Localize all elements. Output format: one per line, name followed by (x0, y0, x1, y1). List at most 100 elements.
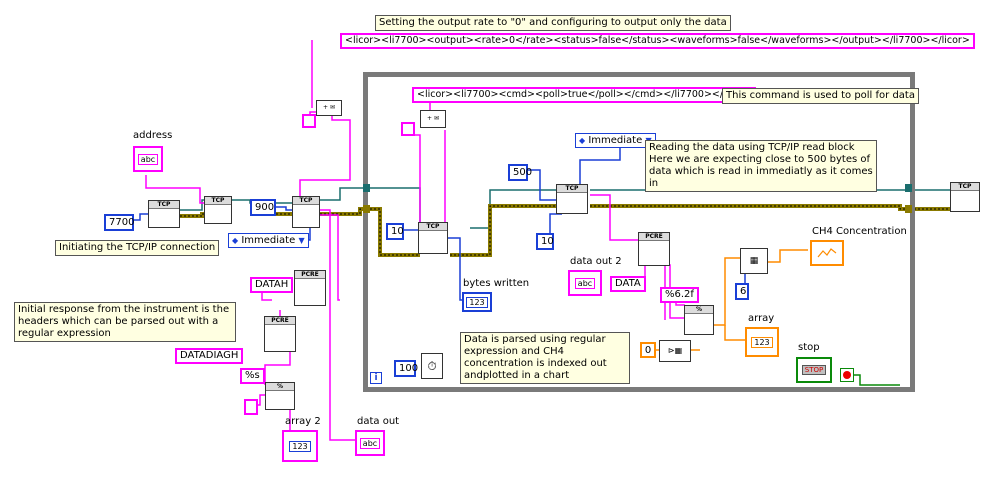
stop-label: stop (798, 342, 820, 353)
wait-ms-constant[interactable]: 100 (394, 360, 419, 377)
array-2-label: array 2 (285, 416, 321, 427)
tcp-read-data-icon[interactable]: TCP (556, 184, 588, 214)
poll-command-constant[interactable]: <licor><li7700><cmd><poll>true</poll></c… (412, 87, 757, 103)
data-out-2-glyph: abc (574, 277, 596, 289)
error-tunnel-right (905, 205, 912, 213)
regex-data-constant[interactable]: DATA (610, 276, 646, 292)
stop-button-glyph: STOP (801, 365, 827, 375)
index-array-icon[interactable]: ▦ (740, 248, 768, 274)
regex-data-value: DATA (615, 278, 641, 289)
mode-ring-immediate-1[interactable]: ◆ Immediate ▼ (228, 233, 309, 248)
bytes-written-glyph: 123 (466, 296, 488, 308)
chart-glyph-icon (817, 248, 837, 258)
tcp-close-header: TCP (951, 183, 979, 191)
while-loop-frame[interactable] (363, 72, 915, 392)
poll-string-icon[interactable] (401, 122, 415, 136)
array-2-indicator: 123 (282, 430, 318, 462)
regex-header-constant[interactable]: DATAH (250, 277, 294, 293)
config-command-text: <licor><li7700><output><rate>0</rate><st… (345, 35, 970, 46)
address-control[interactable]: abc (133, 146, 163, 172)
output-rate-comment: Setting the output rate to "0" and confi… (375, 15, 731, 31)
bytes-written-label: bytes written (463, 278, 530, 289)
format-data-value: %6.2f (665, 289, 694, 300)
header-comment-text: Initial response from the instrument is … (18, 304, 230, 339)
loop-condition-icon[interactable] (840, 368, 854, 382)
tcp-write-header-icon[interactable]: TCP (204, 196, 232, 224)
array-indicator: 123 (745, 327, 779, 357)
read-comment: Reading the data using TCP/IP read block… (645, 140, 877, 192)
port-constant[interactable]: 7700 (104, 214, 134, 231)
wait-ms-value: 100 (399, 363, 419, 374)
data-out-2-indicator: abc (568, 270, 602, 296)
iteration-terminal: i (370, 372, 382, 384)
mode-2-value: Immediate (588, 135, 643, 146)
data-out-glyph: abc (359, 437, 381, 449)
refnum-tunnel-left (363, 184, 370, 192)
scan-hd-1: % (266, 383, 294, 391)
array-2-glyph: 123 (289, 440, 311, 452)
ch4-label: CH4 Concentration (812, 226, 907, 237)
mode-ring-immediate-2[interactable]: ◆ Immediate ▼ (575, 133, 656, 148)
regex-diag-constant[interactable]: DATADIAGH (175, 348, 244, 364)
tcp-close-connection-icon[interactable]: TCP (950, 182, 980, 212)
zero-constant[interactable]: 0 (640, 342, 656, 358)
output-rate-comment-text: Setting the output rate to "0" and confi… (379, 17, 727, 28)
zero-value: 0 (644, 345, 652, 356)
iteration-glyph: i (374, 373, 378, 383)
timeout-write-value: 10 (391, 226, 404, 237)
match-regex-icon-2[interactable]: PCRE (264, 316, 296, 352)
scan-to-array-icon-1[interactable]: % (265, 382, 295, 410)
ch4-chart-indicator (810, 240, 844, 266)
concatenate-strings-icon[interactable]: + ✉ (316, 100, 342, 116)
poll-comment: This command is used to poll for data (722, 88, 919, 104)
format-header-constant[interactable]: %s (240, 368, 265, 384)
index-constant[interactable]: 6 (735, 283, 749, 300)
tcp-write-poll-icon[interactable]: TCP (418, 222, 448, 254)
tcp-read-data-header: TCP (557, 185, 587, 193)
dropdown-arrow-icon: ▼ (298, 236, 305, 245)
regex-hd-2: PCRE (265, 317, 295, 325)
mode-1-value: Immediate (241, 235, 296, 246)
format-data-constant[interactable]: %6.2f (660, 287, 699, 303)
regex-diag-value: DATADIAGH (180, 350, 239, 361)
parse-comment-text: Data is parsed using regular expression … (464, 334, 607, 381)
tcp-read-init-header: TCP (293, 197, 319, 205)
ring-arrow-icon-2: ◆ (579, 136, 586, 145)
ring-arrow-icon: ◆ (232, 236, 239, 245)
timeout-read-constant[interactable]: 10 (536, 233, 554, 250)
tcp-write-poll-header: TCP (419, 223, 447, 231)
connect-comment-text: Initiating the TCP/IP connection (59, 242, 216, 253)
tcp-write-header: TCP (205, 197, 231, 205)
stop-condition-dot (843, 371, 851, 379)
string-constant-icon[interactable] (302, 114, 316, 128)
regex-hd-1: PCRE (295, 271, 325, 279)
match-regex-icon-1[interactable]: PCRE (294, 270, 326, 306)
data-out-2-label: data out 2 (570, 256, 622, 267)
timeout-init-value: 900 (255, 202, 275, 213)
address-abc-glyph: abc (137, 153, 159, 165)
timeout-write-constant[interactable]: 10 (386, 223, 404, 240)
tcp-read-init-icon[interactable]: TCP (292, 196, 320, 228)
connect-comment: Initiating the TCP/IP connection (55, 240, 220, 256)
concatenate-poll-icon[interactable]: + ✉ (420, 110, 446, 128)
parse-comment: Data is parsed using regular expression … (460, 332, 630, 384)
data-out-indicator: abc (355, 430, 385, 456)
scan-to-array-icon-2[interactable]: % (684, 305, 714, 335)
match-regex-icon-3[interactable]: PCRE (638, 232, 670, 266)
initialize-array-icon[interactable]: ⊳▦ (659, 340, 691, 362)
timeout-read-value: 10 (541, 236, 554, 247)
regex-header-value: DATAH (255, 279, 289, 290)
tcp-open-connection-icon[interactable]: TCP (148, 200, 180, 228)
wait-timer-icon[interactable]: ⏱ (421, 353, 443, 379)
bytes-to-read-value: 500 (513, 167, 533, 178)
index-value: 6 (740, 286, 747, 297)
timeout-init-constant[interactable]: 900 (250, 199, 276, 216)
array-glyph: 123 (751, 336, 773, 348)
poll-command-text: <licor><li7700><cmd><poll>true</poll></c… (417, 89, 752, 100)
bytes-to-read-constant[interactable]: 500 (508, 164, 532, 181)
stop-button[interactable]: STOP (796, 357, 832, 383)
config-command-constant[interactable]: <licor><li7700><output><rate>0</rate><st… (340, 33, 975, 49)
format-header-value: %s (245, 370, 260, 381)
read-comment-text: Reading the data using TCP/IP read block… (649, 142, 873, 189)
empty-string-constant[interactable] (244, 399, 258, 415)
